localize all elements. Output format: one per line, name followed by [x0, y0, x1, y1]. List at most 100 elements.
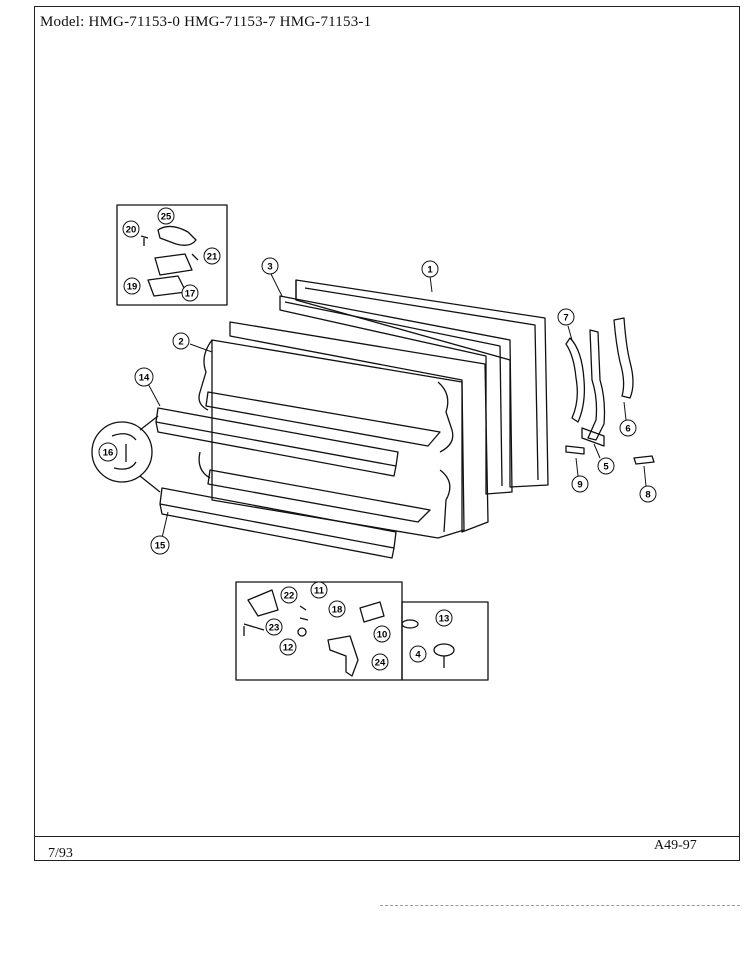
part-7-handle [565, 337, 586, 423]
part-16-leader-lines [139, 415, 161, 493]
svg-text:25: 25 [161, 212, 172, 223]
svg-text:22: 22 [284, 591, 295, 602]
part-18-washer [299, 605, 309, 621]
part-2-door-liner [211, 339, 465, 539]
callout-15: 15 [150, 535, 170, 555]
svg-text:14: 14 [139, 373, 150, 384]
callout-8: 8 [639, 485, 657, 503]
scan-artifact-line [380, 905, 740, 906]
part-3-door-gasket [279, 295, 513, 495]
leader-6 [623, 401, 627, 421]
part-15-shelf-front [159, 503, 395, 559]
svg-text:3: 3 [267, 262, 272, 273]
part-17-hinge-plate [154, 253, 193, 276]
model-label: Model: [40, 14, 85, 30]
callout-12: 12 [279, 638, 297, 656]
callout-16: 16 [98, 442, 118, 462]
part-25-hinge-cap [157, 225, 197, 246]
hinge-parts-inset-box [116, 204, 228, 306]
part-2-door-liner-frame [229, 321, 489, 533]
callout-2: 2 [172, 332, 190, 350]
part-13-plug-button [401, 619, 419, 629]
callout-21: 21 [203, 247, 221, 265]
callout-11: 11 [310, 581, 328, 599]
part-14-door-shelf-bar [155, 407, 399, 467]
svg-text:5: 5 [603, 462, 609, 473]
leader-7 [567, 325, 573, 341]
part-9-clip [565, 445, 585, 455]
svg-text:6: 6 [625, 424, 630, 435]
part-2-liner-right-edge [437, 381, 454, 453]
callout-4: 4 [409, 645, 427, 663]
callout-5: 5 [597, 457, 615, 475]
leader-3 [269, 271, 283, 297]
leader-5 [593, 443, 601, 459]
part-24-lower-hinge [327, 635, 359, 677]
callout-17: 17 [181, 284, 199, 302]
liner-upper-shelf [205, 391, 441, 447]
svg-text:1: 1 [427, 265, 433, 276]
part-5-bracket-base [581, 427, 605, 447]
callout-19: 19 [123, 277, 141, 295]
footer-divider [34, 836, 740, 837]
callout-25: 25 [157, 207, 175, 225]
part-1-inner-line [304, 287, 539, 481]
part-16-detail-circle [91, 421, 153, 483]
leader-15 [161, 511, 169, 539]
svg-text:24: 24 [375, 658, 386, 669]
svg-text:7: 7 [563, 313, 568, 324]
part-2-liner-left-edge [198, 339, 213, 411]
svg-text:9: 9 [577, 480, 582, 491]
svg-text:23: 23 [269, 623, 280, 634]
callout-3: 3 [261, 257, 279, 275]
svg-text:21: 21 [207, 252, 218, 263]
svg-text:15: 15 [155, 541, 166, 552]
svg-text:20: 20 [126, 225, 137, 236]
liner-lower-right-edge [439, 469, 451, 533]
part-21-washer [191, 253, 199, 261]
part-16-end-cap-detail [111, 433, 137, 470]
liner-lower-left-edge [198, 451, 211, 479]
svg-text:8: 8 [645, 490, 650, 501]
model-numbers: HMG-71153-0 HMG-71153-7 HMG-71153-1 [88, 14, 372, 30]
part-8-plug [633, 455, 655, 465]
callout-20: 20 [122, 220, 140, 238]
svg-text:17: 17 [185, 289, 196, 300]
svg-text:11: 11 [314, 586, 325, 597]
part-14-shelf-front [155, 421, 397, 477]
callout-1: 1 [421, 260, 439, 278]
svg-text:16: 16 [103, 448, 114, 459]
callout-7: 7 [557, 308, 575, 326]
svg-text:19: 19 [127, 282, 138, 293]
callout-22: 22 [280, 586, 298, 604]
model-header: Model: HMG-71153-0 HMG-71153-7 HMG-71153… [40, 14, 371, 31]
callout-13: 13 [435, 609, 453, 627]
page-frame [34, 6, 740, 861]
svg-text:12: 12 [283, 643, 294, 654]
callout-labels: 1 3 2 14 16 15 7 6 5 9 8 20 25 21 19 17 … [98, 207, 657, 671]
diagram-code: A49-97 [654, 838, 697, 853]
part-6-handle-trim [613, 317, 634, 399]
leader-2 [189, 343, 213, 353]
svg-text:2: 2 [178, 337, 183, 348]
revision-date: 7/93 [48, 846, 73, 861]
callout-6: 6 [619, 419, 637, 437]
part-12-spacer [297, 627, 307, 637]
svg-text:10: 10 [377, 630, 388, 641]
leader-8 [643, 465, 647, 487]
part-22-door-stop [247, 589, 279, 617]
callout-18: 18 [328, 600, 346, 618]
liner-lower-shelf [207, 469, 431, 523]
svg-text:18: 18 [332, 605, 343, 616]
part-5-handle-bracket [587, 329, 606, 441]
svg-text:13: 13 [439, 614, 450, 625]
svg-text:4: 4 [415, 650, 421, 661]
callout-24: 24 [371, 653, 389, 671]
part-20-screw [140, 235, 149, 246]
callout-9: 9 [571, 475, 589, 493]
callout-10: 10 [373, 625, 391, 643]
part-10-bracket [359, 601, 385, 623]
part-19-plate [147, 275, 187, 297]
callout-14: 14 [134, 367, 154, 387]
